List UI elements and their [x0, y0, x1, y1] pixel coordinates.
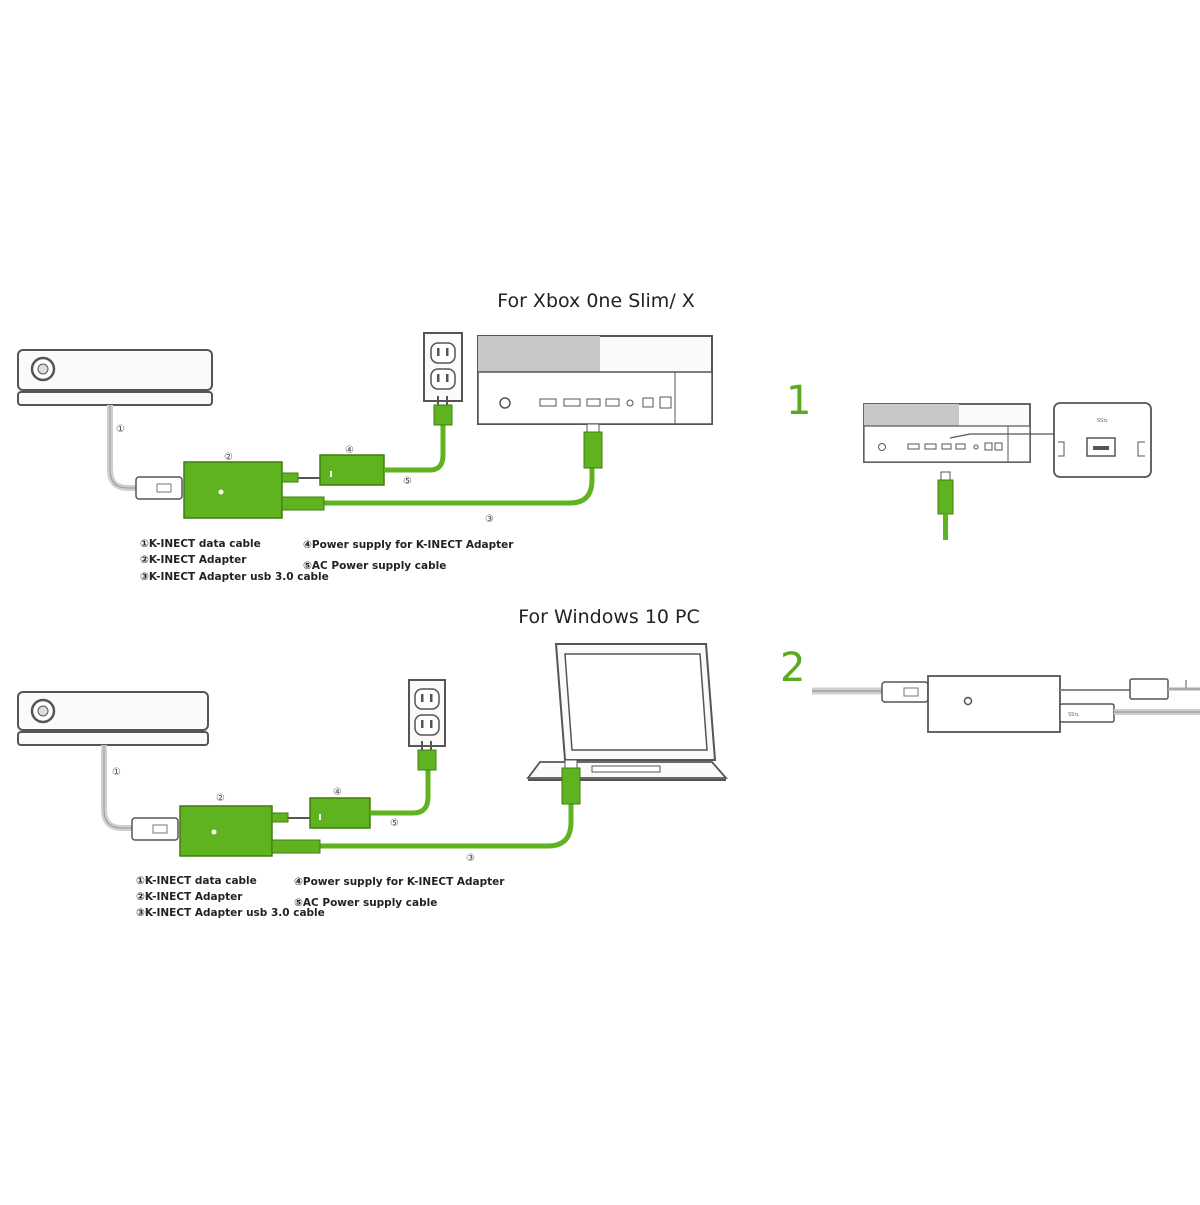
- callout-4: ④: [345, 445, 354, 456]
- xbox-console-icon: [477, 335, 713, 425]
- data-cable-plug-icon: [135, 476, 183, 500]
- legend-item: ⑤AC Power supply cable: [303, 560, 446, 572]
- laptop-icon: [526, 643, 728, 781]
- usb-plug-icon: [271, 839, 321, 854]
- svg-text:SS⇆: SS⇆: [1068, 712, 1079, 718]
- kinect-sensor-icon: [17, 349, 213, 406]
- step-1-detail: 1 SS⇆: [786, 378, 1152, 540]
- section-xbox: For Xbox 0ne Slim/ X ① ② ④: [17, 290, 713, 583]
- callout-1: ①: [112, 767, 121, 778]
- data-cable-plug-icon: [131, 817, 179, 841]
- wall-outlet-icon: [408, 679, 446, 747]
- callout-2: ②: [224, 452, 233, 463]
- kinect-adapter: [927, 675, 1061, 733]
- usb3-cable: [324, 462, 595, 506]
- legend-item: ④Power supply for K-INECT Adapter: [303, 539, 514, 551]
- kinect-adapter: [183, 461, 283, 519]
- callout-1: ①: [116, 424, 125, 435]
- data-cable: [107, 405, 138, 491]
- power-supply-brick: [309, 797, 371, 829]
- data-cable-plug-icon: [881, 681, 929, 703]
- xbox-console-icon: [863, 403, 1031, 463]
- step-2-detail: 2 SS⇆: [780, 645, 1200, 733]
- ac-power-cable: [370, 770, 431, 816]
- kinect-adapter: [179, 805, 273, 857]
- section-pc-title: For Windows 10 PC: [518, 606, 700, 628]
- step-number: 1: [786, 378, 811, 424]
- zoom-leader-line: [949, 433, 1058, 439]
- legend-item: ③K-INECT Adapter usb 3.0 cable: [140, 571, 329, 583]
- callout-5: ⑤: [390, 818, 399, 829]
- power-supply-brick: [319, 454, 385, 486]
- callout-4: ④: [333, 787, 342, 798]
- callout-2: ②: [216, 793, 225, 804]
- legend-item: ②K-INECT Adapter: [140, 554, 247, 566]
- usb-plug-icon: [937, 471, 954, 540]
- legend-item: ②K-INECT Adapter: [136, 891, 243, 903]
- legend-item: ③K-INECT Adapter usb 3.0 cable: [136, 907, 325, 919]
- data-cable: [101, 745, 134, 831]
- section-pc: For Windows 10 PC ① ② ④ ⑤: [17, 606, 728, 919]
- legend-item: ④Power supply for K-INECT Adapter: [294, 876, 505, 888]
- usb-plug-icon: [281, 496, 325, 511]
- usb-plug-icon: [583, 423, 603, 469]
- usb-plug-icon: SS⇆: [1059, 703, 1200, 723]
- usb-plug-icon: [561, 759, 581, 805]
- legend-xbox: ①K-INECT data cable ②K-INECT Adapter ③K-…: [140, 538, 514, 583]
- callout-3: ③: [466, 853, 475, 864]
- usb3-cable: [320, 800, 574, 849]
- usb-port-closeup: SS⇆: [1053, 402, 1152, 478]
- svg-text:SS⇆: SS⇆: [1097, 418, 1108, 424]
- ac-power-cable: [384, 425, 446, 473]
- legend-item: ①K-INECT data cable: [140, 538, 261, 550]
- power-plug-icon: [433, 396, 453, 426]
- legend-item: ①K-INECT data cable: [136, 875, 257, 887]
- legend-item: ⑤AC Power supply cable: [294, 897, 437, 909]
- callout-5: ⑤: [403, 476, 412, 487]
- legend-pc: ①K-INECT data cable ②K-INECT Adapter ③K-…: [136, 875, 505, 919]
- callout-3: ③: [485, 514, 494, 525]
- section-xbox-title: For Xbox 0ne Slim/ X: [497, 290, 695, 312]
- wall-outlet-icon: [423, 332, 463, 402]
- kinect-sensor-icon: [17, 691, 209, 746]
- power-plug-icon: [417, 741, 437, 771]
- power-plug-icon: [1129, 678, 1200, 700]
- step-number: 2: [780, 645, 805, 691]
